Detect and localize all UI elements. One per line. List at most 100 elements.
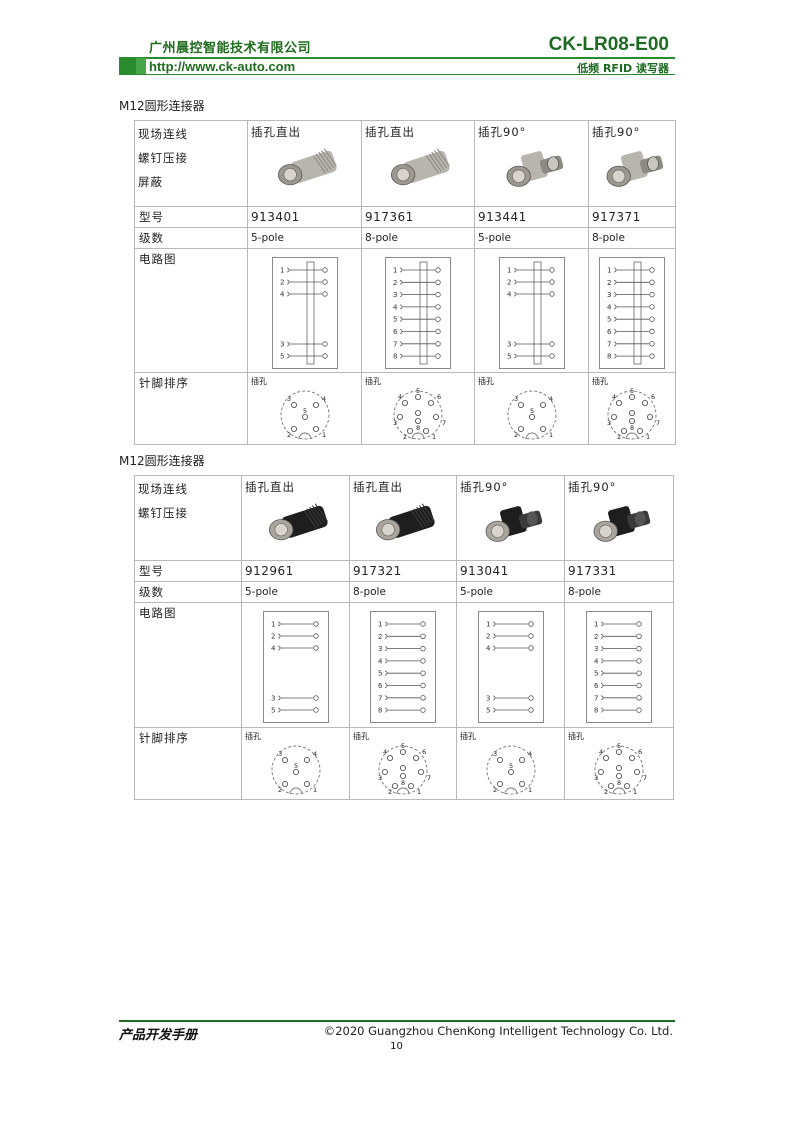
label-line: 螺钉压接 bbox=[138, 506, 188, 520]
pole-count: 8-pole bbox=[568, 586, 601, 598]
socket-contact bbox=[613, 353, 617, 359]
connector-rib bbox=[433, 150, 448, 169]
socket-contact bbox=[513, 341, 516, 347]
socket-contact bbox=[399, 341, 403, 347]
terminal-circle bbox=[312, 645, 319, 651]
pin-number-label: 4 bbox=[383, 748, 387, 756]
socket-contact bbox=[600, 621, 604, 627]
pin-number-label: 2 bbox=[486, 633, 490, 641]
connector-gland-end bbox=[525, 511, 538, 527]
pinout-outline bbox=[393, 390, 443, 440]
pin-number-label: 3 bbox=[607, 419, 611, 427]
pin-hole bbox=[507, 768, 514, 775]
pin-hole bbox=[406, 428, 413, 435]
connector-type-cell: 插孔直出 bbox=[241, 475, 350, 561]
label-line: 屏蔽 bbox=[138, 175, 163, 189]
row-label: 型号 bbox=[139, 210, 164, 224]
connector-photo bbox=[376, 503, 435, 541]
connector-insert bbox=[381, 523, 395, 537]
terminal-circle bbox=[435, 353, 441, 359]
part-number-cell: 913041 bbox=[456, 560, 565, 582]
connector-rib bbox=[323, 148, 337, 167]
terminal-circle bbox=[548, 279, 555, 285]
part-number: 917371 bbox=[592, 210, 641, 224]
socket-label: 插孔 bbox=[460, 732, 476, 741]
pin-number-label: 2 bbox=[278, 786, 282, 794]
pin-number-label: 8 bbox=[607, 353, 611, 361]
shield-bar bbox=[533, 261, 541, 365]
pole-count-cell: 5-pole bbox=[474, 227, 589, 249]
terminal-circle bbox=[548, 267, 555, 273]
terminal-circle bbox=[527, 621, 534, 627]
pin-hole bbox=[290, 426, 297, 433]
pin-hole bbox=[629, 417, 636, 424]
pin-number-label: 1 bbox=[280, 267, 284, 275]
terminal-circle bbox=[649, 304, 655, 310]
pinout-outline bbox=[271, 745, 320, 795]
pin-hole bbox=[528, 413, 535, 420]
connector-gland-end bbox=[634, 511, 646, 527]
part-number: 917331 bbox=[568, 564, 617, 578]
connector-insert bbox=[274, 523, 288, 537]
pole-count-cell: 8-pole bbox=[564, 581, 674, 603]
row-label: 针脚排序 bbox=[139, 376, 189, 390]
pin-number-label: 5 bbox=[509, 762, 513, 770]
pin-number-label: 5 bbox=[303, 407, 307, 415]
terminal-circle bbox=[435, 328, 441, 335]
connector-photo bbox=[391, 148, 450, 186]
website-link[interactable]: http://www.ck-auto.com bbox=[149, 59, 296, 74]
socket-contact bbox=[384, 621, 388, 627]
coding-key bbox=[411, 432, 425, 440]
circuit-frame bbox=[370, 611, 436, 723]
socket-contact bbox=[384, 707, 388, 713]
socket-contact bbox=[613, 292, 617, 297]
connector-type-cell: 插孔90° bbox=[564, 475, 674, 561]
pin-hole bbox=[602, 754, 609, 761]
pin-number-label: 7 bbox=[643, 774, 647, 782]
pin-number-label: 7 bbox=[378, 694, 382, 702]
company-name: 广州晨控智能技术有限公司 bbox=[149, 41, 312, 56]
part-number: 912961 bbox=[245, 564, 294, 578]
pin-number-label: 4 bbox=[528, 750, 532, 758]
connector-type-cell: 插孔90° bbox=[456, 475, 565, 561]
terminal-circle bbox=[312, 633, 319, 639]
connector-rib bbox=[418, 505, 433, 524]
row-label: 型号 bbox=[139, 564, 164, 578]
connector-type: 插孔直出 bbox=[251, 125, 301, 139]
pin-number-label: 1 bbox=[646, 433, 650, 441]
pin-number-label: 5 bbox=[378, 670, 382, 678]
terminal-circle bbox=[312, 695, 319, 701]
connector-type: 插孔90° bbox=[592, 125, 641, 139]
socket-label: 插孔 bbox=[568, 732, 584, 741]
row-label-cell: 现场连线 螺钉压接 屏蔽 bbox=[134, 120, 248, 207]
pin-hole bbox=[517, 401, 524, 408]
terminal-circle bbox=[321, 267, 328, 273]
terminal-circle bbox=[636, 707, 642, 713]
socket-contact bbox=[613, 279, 617, 285]
pin-number-label: 5 bbox=[401, 742, 405, 750]
socket-contact bbox=[399, 353, 403, 359]
pin-hole bbox=[615, 399, 622, 406]
terminal-circle bbox=[527, 645, 534, 651]
pole-count: 5-pole bbox=[478, 232, 511, 244]
circuit-frame bbox=[477, 611, 544, 723]
connector-photo bbox=[268, 503, 328, 541]
label-line: 现场连线 bbox=[138, 127, 188, 141]
socket-contact bbox=[277, 707, 280, 713]
pin-hole bbox=[415, 417, 422, 424]
connector-rib bbox=[431, 151, 445, 170]
terminal-circle bbox=[420, 658, 426, 664]
row-label: 针脚排序 bbox=[139, 731, 189, 745]
pin-hole bbox=[281, 781, 288, 788]
coding-key bbox=[289, 787, 302, 795]
